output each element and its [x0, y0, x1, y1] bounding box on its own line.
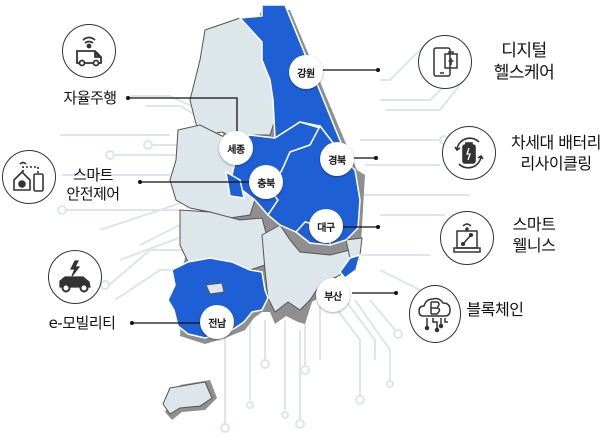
electric-car-icon: [48, 250, 102, 304]
gray-regions: [162, 17, 363, 415]
connector-dots: [126, 68, 398, 325]
category-autonomous-driving: 자율주행: [63, 89, 117, 107]
region-jeju: [162, 381, 213, 415]
region-label-jeonnam: 전남: [200, 305, 234, 339]
category-blockchain: 블록체인: [466, 300, 524, 319]
region-jeonnam: [167, 257, 269, 339]
region-label-busan: 부산: [316, 278, 350, 312]
connector-autonomous: [128, 97, 238, 137]
category-e-mobility: e-모빌리티: [48, 314, 116, 332]
mobile-health-icon: [418, 35, 472, 89]
region-jeonbuk: [179, 209, 269, 271]
category-label-line1: 스마트: [512, 215, 556, 234]
region-label-chungbuk: 충북: [249, 165, 283, 199]
category-smart-wellness: 스마트 웰니스: [504, 214, 564, 256]
bitcoin-cloud-icon: [409, 285, 461, 343]
connector-lines: [128, 69, 396, 324]
category-label-line1: 차세대 배터리: [511, 133, 601, 152]
category-label-line2: 헬스케어: [493, 63, 555, 83]
category-digital-healthcare: 디지털 헬스케어: [484, 40, 564, 84]
battery-recycle-icon: [442, 126, 496, 180]
category-label-line1: 디지털: [501, 41, 547, 61]
category-label-line2: 웰니스: [512, 236, 556, 255]
region-gwangju: [205, 282, 225, 295]
region-label-gangwon: 강원: [289, 55, 323, 89]
category-smart-safety: 스마트 안전제어: [58, 166, 128, 204]
region-sejong: [225, 170, 245, 199]
category-label-line1: 스마트: [73, 166, 113, 184]
category-label-line2: 안전제어: [66, 185, 120, 203]
wellness-device-icon: [440, 211, 494, 265]
autonomous-van-icon: [62, 24, 116, 78]
region-label-sejong: 세종: [219, 131, 253, 165]
region-busan: [339, 253, 362, 280]
region-label-gyeongbuk: 경북: [320, 142, 354, 176]
category-label-line2: 리사이클링: [520, 154, 592, 173]
category-battery-recycling: 차세대 배터리 리사이클링: [500, 132, 612, 174]
smart-home-fire-icon: [2, 150, 56, 204]
region-label-daegu: 대구: [309, 209, 343, 243]
